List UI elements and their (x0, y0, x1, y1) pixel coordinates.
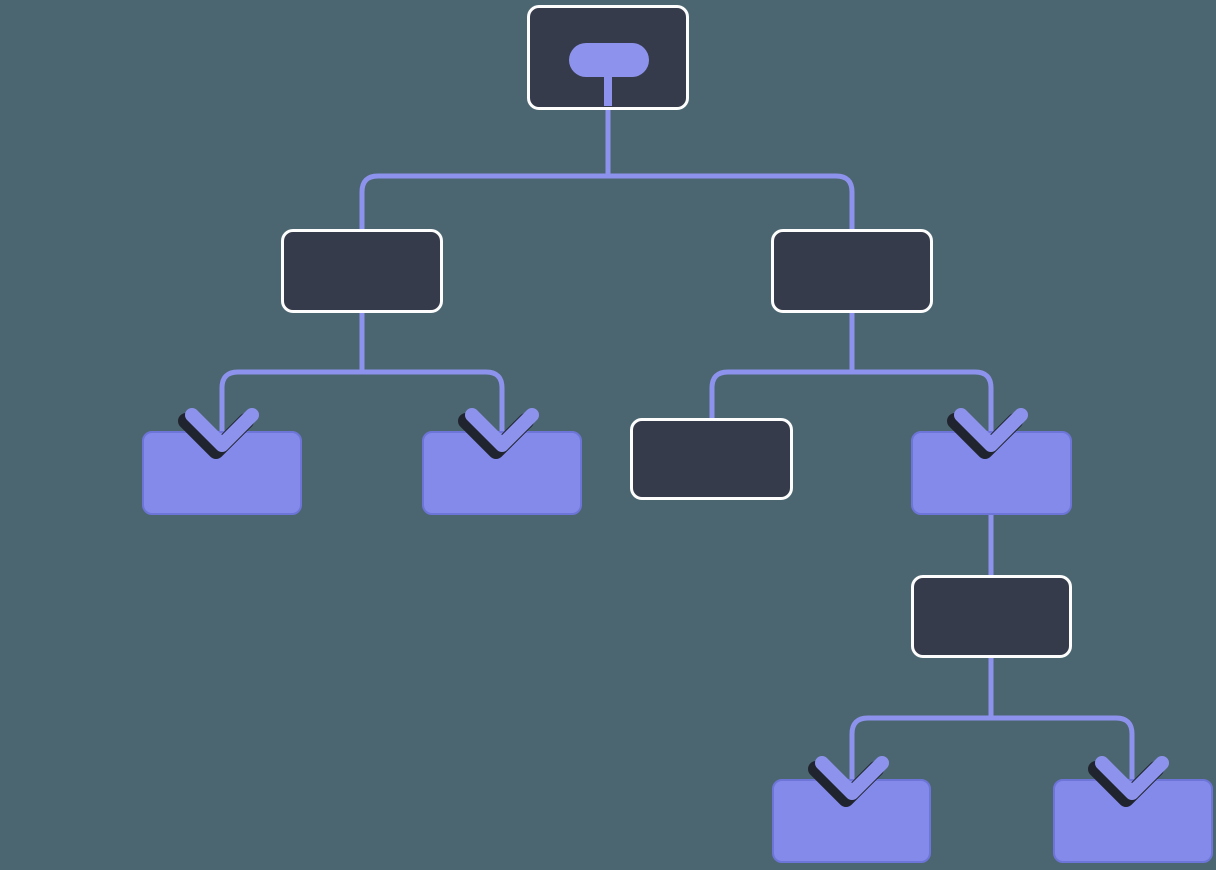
edge-l2-left-to-l3-a (219, 369, 362, 431)
node-l3-a[interactable] (142, 431, 302, 515)
node-root[interactable] (527, 5, 689, 110)
node-l3-b[interactable] (422, 431, 582, 515)
edge-root-to-l2-left (359, 173, 608, 229)
edge-root-to-l2-right (608, 173, 855, 229)
root-stem-icon (604, 70, 612, 106)
node-l3-d[interactable] (911, 431, 1072, 515)
edge-l2-right-to-l3-c (709, 369, 852, 418)
node-l2-right[interactable] (771, 229, 933, 313)
node-l3-c[interactable] (630, 418, 793, 500)
edge-l2-left-to-l3-b (362, 369, 505, 431)
edge-l4-to-l5-b (991, 715, 1135, 779)
node-l5-b[interactable] (1053, 779, 1213, 863)
edge-l4-to-l5-a (849, 715, 991, 779)
node-l4[interactable] (911, 575, 1072, 658)
node-l5-a[interactable] (772, 779, 931, 863)
edge-l2-right-to-l3-d (852, 369, 994, 431)
node-l2-left[interactable] (281, 229, 443, 313)
